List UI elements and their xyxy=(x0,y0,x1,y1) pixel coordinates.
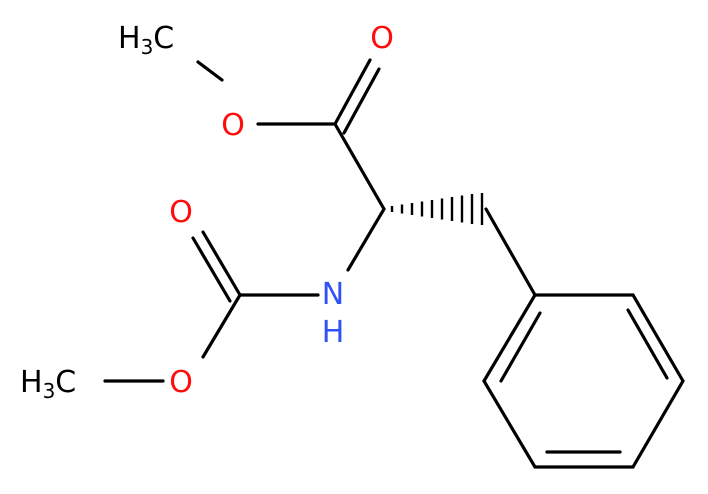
bond-carbonyl-double-1 xyxy=(333,58,372,126)
ester-o-double-label: O xyxy=(370,21,394,56)
bond-ring-2 xyxy=(631,293,685,383)
methyl-top-label: H3C xyxy=(118,21,174,59)
bond-ring-3 xyxy=(631,379,685,469)
bond-carbamate-c-to-o xyxy=(201,293,242,359)
nitrogen-h-label: H xyxy=(322,315,345,350)
methyl-bottom-label: H3C xyxy=(20,365,76,403)
bond-layer xyxy=(103,58,685,469)
bond-carbonyl-double-2 xyxy=(342,67,381,135)
bond-ring-6 xyxy=(482,293,537,383)
carbamate-o-double-label: O xyxy=(169,195,193,230)
bond-alpha-c-to-n xyxy=(346,207,386,272)
bond-methyl-top-to-ester-o xyxy=(196,60,224,82)
bond-ch2-to-phenyl xyxy=(484,207,537,297)
bond-ring-inner-3 xyxy=(499,311,542,383)
ester-o-single-label: O xyxy=(221,108,245,143)
carbamate-o-single-label: O xyxy=(169,365,193,400)
nitrogen-n-label: N xyxy=(322,277,344,312)
bond-carbonyl-c-to-alpha-c xyxy=(333,122,386,211)
bond-carbamate-double-2 xyxy=(191,236,232,303)
stereo-hash-wedge xyxy=(390,193,484,225)
bond-ring-inner-1 xyxy=(626,308,669,380)
bond-ring-5 xyxy=(482,379,537,469)
bond-carbamate-double-1 xyxy=(201,230,242,297)
